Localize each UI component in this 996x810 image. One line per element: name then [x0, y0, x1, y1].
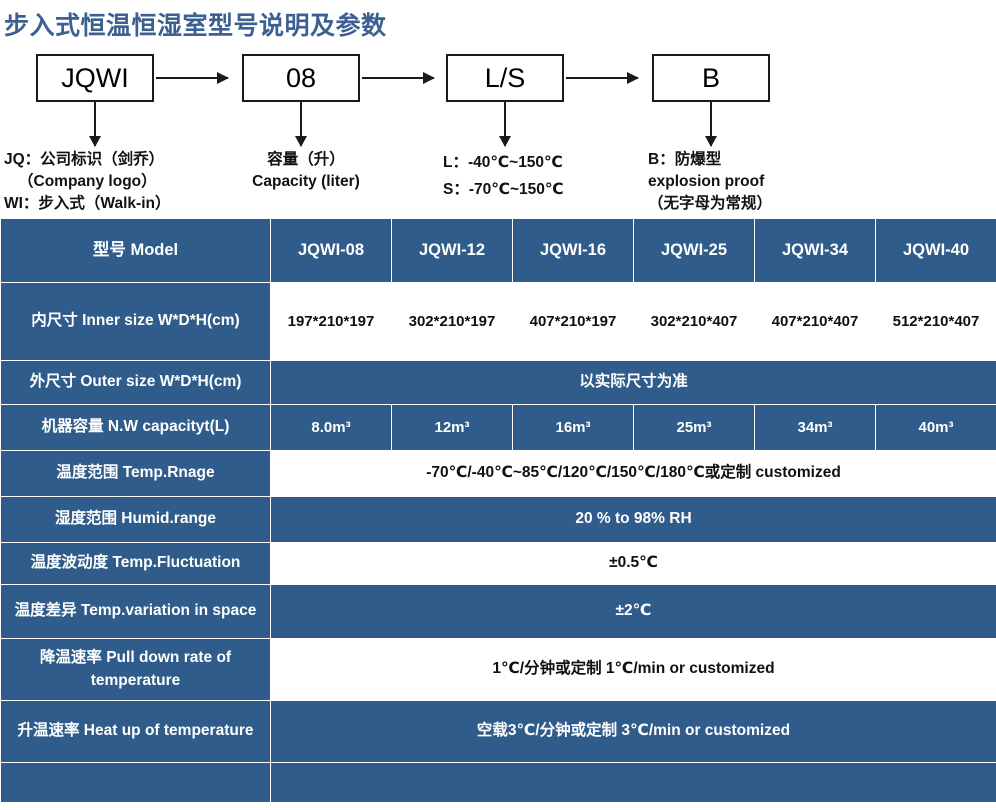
- table-row-label: 温度波动度 Temp.Fluctuation: [0, 542, 271, 585]
- diagram-legend-company: JQ：公司标识（剑乔） （Company logo） WI：步入式（Walk-i…: [4, 149, 170, 215]
- diagram-legend-explosion: B：防爆型 explosion proof （无字母为常规）: [648, 149, 772, 215]
- table-cell: 407*210*407: [754, 282, 876, 361]
- legend-line: WI：步入式（Walk-in）: [4, 195, 171, 212]
- table-cell: 302*210*197: [391, 282, 513, 361]
- diagram-legend-capacity: 容量（升） Capacity (liter): [226, 149, 386, 193]
- legend-line: L：-40℃~150℃: [443, 154, 563, 171]
- table-cell: 197*210*197: [270, 282, 392, 361]
- table-row-value-merged: 1℃/分钟或定制 1℃/min or customized: [270, 638, 996, 701]
- table-header-model: JQWI-16: [512, 218, 634, 283]
- table-row-value-merged: ±0.5℃: [270, 542, 996, 585]
- arrow-down-icon-4: [705, 102, 717, 147]
- table-header-model: JQWI-08: [270, 218, 392, 283]
- arrow-right-icon-1: [156, 72, 229, 84]
- arrow-down-icon-1: [89, 102, 101, 147]
- legend-line: （Company logo）: [18, 173, 157, 190]
- table-row-label: 机器容量 N.W capacityt(L): [0, 404, 271, 451]
- legend-line: JQ：公司标识（剑乔）: [4, 151, 165, 168]
- table-cell: 25m³: [633, 404, 755, 451]
- diagram-node-temprange: L/S: [446, 54, 564, 102]
- table-row-label: 温度范围 Temp.Rnage: [0, 450, 271, 497]
- table-cell: 512*210*407: [875, 282, 996, 361]
- legend-line: Capacity (liter): [252, 173, 360, 190]
- legend-line: S：-70℃~150℃: [443, 181, 564, 199]
- table-row-label: 内尺寸 Inner size W*D*H(cm): [0, 282, 271, 361]
- table-row-label: 湿度范围 Humid.range: [0, 496, 271, 543]
- table-cell: 407*210*197: [512, 282, 634, 361]
- table-row-value-merged: 空载3℃/分钟或定制 3℃/min or customized: [270, 700, 996, 763]
- table-row-label: 外尺寸 Outer size W*D*H(cm): [0, 360, 271, 405]
- table-row-value-merged: [270, 762, 996, 803]
- arrow-right-icon-2: [362, 72, 435, 84]
- table-row-label: 升温速率 Heat up of temperature: [0, 700, 271, 763]
- table-row-value-merged: -70℃/-40℃~85℃/120℃/150℃/180℃或定制 customiz…: [270, 450, 996, 497]
- legend-line: B：防爆型: [648, 151, 722, 168]
- diagram-node-explosion: B: [652, 54, 770, 102]
- model-code-diagram: JQWI 08 L/S B JQ：公司标识（剑乔） （Company logo）…: [0, 48, 996, 218]
- arrow-down-icon-3: [499, 102, 511, 147]
- table-row: [0, 762, 996, 803]
- table-cell: 16m³: [512, 404, 634, 451]
- table-cell: 40m³: [875, 404, 996, 451]
- table-row: 温度范围 Temp.Rnage-70℃/-40℃~85℃/120℃/150℃/1…: [0, 450, 996, 497]
- diagram-node-jqwi: JQWI: [36, 54, 154, 102]
- arrow-down-icon-2: [295, 102, 307, 147]
- table-row-label: 降温速率 Pull down rate of temperature: [0, 638, 271, 701]
- arrow-right-icon-3: [566, 72, 639, 84]
- table-header-label: 型号 Model: [0, 218, 271, 283]
- table-header-model: JQWI-34: [754, 218, 876, 283]
- table-header-model: JQWI-40: [875, 218, 996, 283]
- table-row: 外尺寸 Outer size W*D*H(cm)以实际尺寸为准: [0, 360, 996, 405]
- table-cell: 8.0m³: [270, 404, 392, 451]
- diagram-node-capacity: 08: [242, 54, 360, 102]
- table-header-model: JQWI-25: [633, 218, 755, 283]
- table-row-label: 温度差异 Temp.variation in space: [0, 584, 271, 639]
- table-row: 温度差异 Temp.variation in space±2℃: [0, 584, 996, 639]
- legend-line: 容量（升）: [267, 151, 345, 168]
- table-row-label: [0, 762, 271, 803]
- table-row: 温度波动度 Temp.Fluctuation±0.5℃: [0, 542, 996, 585]
- table-cell: 12m³: [391, 404, 513, 451]
- table-row-value-merged: 20 % to 98% RH: [270, 496, 996, 543]
- diagram-legend-temperature: L：-40℃~150℃ S：-70℃~150℃: [443, 149, 564, 203]
- table-row-value-merged: ±2℃: [270, 584, 996, 639]
- legend-line: （无字母为常规）: [648, 195, 773, 212]
- table-header-model: JQWI-12: [391, 218, 513, 283]
- table-cell: 302*210*407: [633, 282, 755, 361]
- table-row-value-merged: 以实际尺寸为准: [270, 360, 996, 405]
- page-title: 步入式恒温恒湿室型号说明及参数: [4, 12, 387, 40]
- table-cell: 34m³: [754, 404, 876, 451]
- legend-line: explosion proof: [648, 173, 765, 190]
